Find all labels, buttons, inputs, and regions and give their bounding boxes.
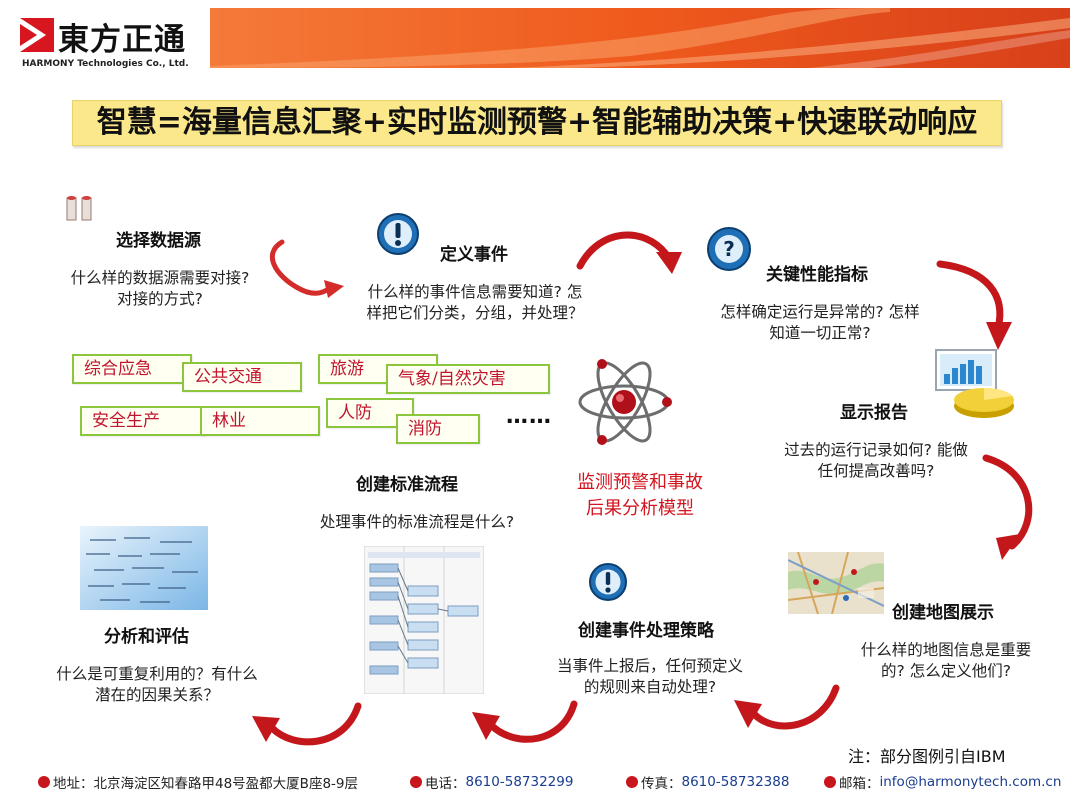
logo-mark-icon [20, 18, 54, 52]
chart-report-icon [935, 349, 1014, 418]
cylinders-icon [66, 196, 92, 221]
domain-tag: 林业 [200, 406, 320, 436]
footer-fax: 传真：8610-58732388 [626, 772, 789, 792]
curved-arrow [734, 684, 840, 730]
curved-arrow [472, 700, 578, 743]
step-analysis-heading: 分析和评估 [104, 627, 189, 647]
curved-arrow [576, 231, 682, 274]
step-define-event-heading: 定义事件 [440, 245, 508, 265]
svg-text:?: ? [723, 237, 735, 261]
location-icon [38, 776, 50, 788]
step-report-question: 过去的运行记录如何? 能做 任何提高改善吗? [784, 441, 968, 480]
step-define-event-question: 什么样的事件信息需要知道? 怎 样把它们分类，分组，并处理？ [366, 283, 584, 322]
step-strategy-heading: 创建事件处理策略 [578, 621, 714, 641]
header-banner [210, 8, 1070, 68]
map-image [788, 552, 884, 614]
domain-tag: 综合应急 [72, 354, 192, 384]
ibm-note: 注：部分图例引自IBM [848, 747, 1006, 766]
step-map-heading: 创建地图展示 [892, 603, 994, 623]
domain-tag: 人防 [326, 398, 414, 428]
curved-arrow [252, 702, 362, 746]
curved-arrow [982, 454, 1033, 560]
question-icon: ? [707, 227, 751, 271]
step-map-question: 什么样的地图信息是重要 的? 怎么定义他们? [860, 641, 1032, 680]
exclamation-icon [589, 563, 627, 601]
footer-phone: 电话：8610-58732299 [410, 772, 573, 792]
domain-tag: 公共交通 [182, 362, 302, 392]
company-name-cn: 東方正通 [58, 22, 186, 58]
domain-tag: 安全生产 [80, 406, 206, 436]
exclamation-icon [377, 213, 419, 255]
company-logo: 東方正通 HARMONY Technologies Co., Ltd. [20, 12, 200, 72]
curved-arrow [269, 239, 344, 298]
step-analysis-question: 什么是可重复利用的？有什么 潜在的因果关系？ [56, 665, 258, 704]
step-kpi-question: 怎样确定运行是异常的? 怎样 知道一切正常? [720, 303, 920, 342]
company-name-en: HARMONY Technologies Co., Ltd. [22, 59, 189, 69]
phone-icon [410, 776, 422, 788]
footer-email[interactable]: 邮箱：info@harmonytech.com.cn [824, 772, 1061, 792]
curved-arrow [936, 260, 1012, 350]
step-select-source-heading: 选择数据源 [116, 231, 201, 251]
flowchart-image [364, 546, 484, 694]
slide-title: 智慧=海量信息汇聚+实时监测预警+智能辅助决策+快速联动响应 [72, 100, 1002, 146]
step-kpi-heading: 关键性能指标 [766, 265, 868, 285]
domain-tag: 气象/自然灾害 [386, 364, 550, 394]
footer-address: 地址：北京海淀区知春路甲48号盈都大厦B座8-9层 [38, 772, 358, 792]
step-strategy-question: 当事件上报后，任何预定义 的规则来自动处理? [556, 657, 743, 696]
step-process-question: 处理事件的标准流程是什么? [319, 513, 515, 531]
domain-tag: 消防 [396, 414, 480, 444]
fax-icon [626, 776, 638, 788]
contact-footer: 地址：北京海淀区知春路甲48号盈都大厦B座8-9层 电话：8610-587322… [0, 772, 1080, 796]
atom-icon [578, 359, 672, 445]
math-formula-image [80, 526, 208, 610]
ellipsis: …… [506, 404, 552, 429]
model-label: 监测预警和事故 后果分析模型 [577, 472, 703, 519]
step-report-heading: 显示报告 [840, 403, 908, 423]
step-process-heading: 创建标准流程 [356, 475, 458, 495]
email-icon [824, 776, 836, 788]
step-select-source-question: 什么样的数据源需要对接? 对接的方式? [70, 269, 250, 308]
